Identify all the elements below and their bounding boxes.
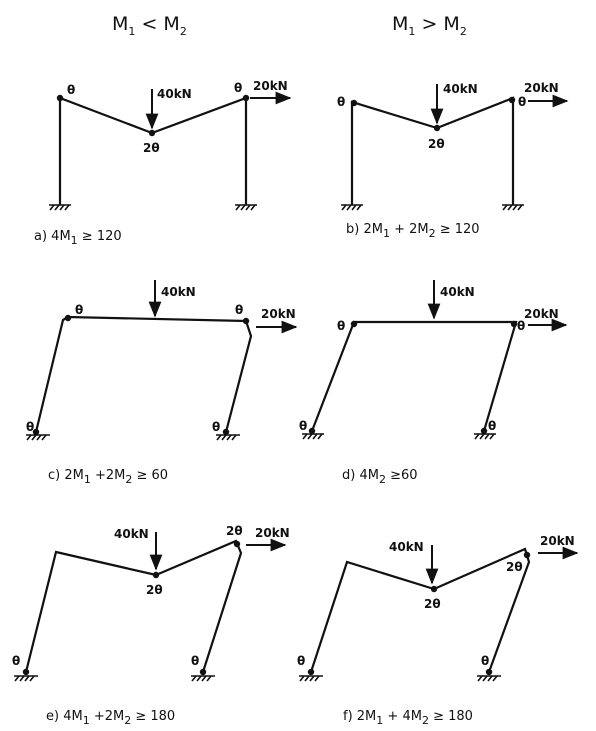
theta-e-base-right: θ: [191, 654, 199, 668]
hinge-e-base-right: [199, 668, 207, 676]
caption-d: d) 4M2 ≥60: [342, 468, 418, 486]
hinge-c-right: [242, 317, 250, 325]
hinge-d-base-right: [480, 427, 488, 435]
support-d-right: [474, 433, 496, 440]
caption-c: c) 2M1 +2M2 ≥ 60: [48, 468, 168, 486]
hinge-c-base-left: [32, 428, 40, 436]
two-theta-b: 2θ: [428, 137, 445, 151]
frame-e: [24, 539, 243, 673]
theta-c-right: θ: [235, 303, 243, 317]
two-theta-f-mid: 2θ: [424, 597, 441, 611]
theta-a-left: θ: [67, 83, 75, 97]
load-a-horizontal-label: 20kN: [253, 79, 288, 93]
hinge-e-base-left: [22, 668, 30, 676]
theta-e-base-left: θ: [12, 654, 20, 668]
load-b-horizontal-label: 20kN: [524, 81, 559, 95]
load-c-vertical-label: 40kN: [161, 285, 196, 299]
hinge-d-left: [350, 320, 358, 328]
load-f-vertical-label: 40kN: [389, 540, 424, 554]
hinge-c-left: [64, 314, 72, 322]
theta-c-base-right: θ: [212, 420, 220, 434]
hinge-b-right: [508, 96, 516, 104]
two-theta-a: 2θ: [143, 141, 160, 155]
support-c-right: [216, 434, 240, 441]
theta-d-base-right: θ: [488, 419, 496, 433]
theta-c-base-left: θ: [26, 420, 34, 434]
hinge-a-right: [242, 94, 250, 102]
support-f-left: [299, 675, 323, 682]
load-f-horizontal-label: 20kN: [540, 534, 575, 548]
hinge-b-mid: [433, 124, 441, 132]
panel-c: 40kN 20kN θ θ θ θ c) 2M1 +2M2 ≥ 60: [26, 280, 298, 486]
frame-f: [309, 547, 531, 673]
load-e-horizontal-label: 20kN: [255, 526, 290, 540]
hinge-f-base-left: [307, 668, 315, 676]
load-d-vertical-label: 40kN: [440, 285, 475, 299]
panel-f: 40kN 20kN 2θ 2θ θ θ f) 2M1 + 4M2 ≥ 180: [297, 534, 579, 727]
two-theta-e-right: 2θ: [226, 524, 243, 538]
support-f-right: [477, 675, 501, 682]
load-a-vertical-label: 40kN: [157, 87, 192, 101]
support-e-right: [191, 675, 215, 682]
support-d-left: [302, 433, 324, 440]
theta-f-base-right: θ: [481, 654, 489, 668]
hinge-d-right: [510, 320, 518, 328]
support-a-right: [235, 204, 257, 211]
hinge-a-mid: [148, 129, 156, 137]
theta-b-right: θ: [518, 95, 526, 109]
support-b-left: [341, 204, 363, 211]
panel-e: 40kN 20kN 2θ 2θ θ θ e) 4M1 +2M2 ≥ 180: [12, 524, 290, 727]
caption-b: b) 2M1 + 2M2 ≥ 120: [346, 222, 480, 240]
theta-d-left: θ: [337, 319, 345, 333]
hinge-f-mid: [430, 585, 438, 593]
theta-f-base-left: θ: [297, 654, 305, 668]
two-theta-f-right: 2θ: [506, 560, 523, 574]
panel-d: 40kN 20kN θ θ θ θ d) 4M2 ≥60: [299, 280, 568, 486]
support-a-left: [49, 204, 71, 211]
theta-a-right: θ: [234, 81, 242, 95]
load-e-vertical-label: 40kN: [114, 527, 149, 541]
header-right: M1 > M2: [392, 13, 467, 38]
frame-c: [34, 315, 253, 433]
theta-d-right: θ: [517, 319, 525, 333]
hinge-d-base-left: [308, 427, 316, 435]
hinge-b-left: [350, 99, 358, 107]
support-b-right: [502, 204, 524, 211]
theta-d-base-left: θ: [299, 419, 307, 433]
panel-a: 40kN 20kN θ θ 2θ a) 4M1 ≥ 120: [34, 79, 292, 247]
two-theta-e-mid: 2θ: [146, 583, 163, 597]
caption-f: f) 2M1 + 4M2 ≥ 180: [343, 709, 473, 727]
support-c-left: [26, 434, 50, 441]
load-b-vertical-label: 40kN: [443, 82, 478, 96]
hinge-f-right: [523, 551, 531, 559]
theta-b-left: θ: [337, 95, 345, 109]
hinge-e-mid: [152, 571, 160, 579]
support-e-left: [14, 675, 38, 682]
hinge-f-base-right: [485, 668, 493, 676]
frame-d: [310, 320, 518, 432]
hinge-a-left: [56, 94, 64, 102]
panel-b: 40kN 20kN θ θ 2θ b) 2M1 + 2M2 ≥ 120: [337, 81, 569, 240]
hinge-c-base-right: [222, 428, 230, 436]
header-left: M1 < M2: [112, 13, 187, 38]
hinge-e-right: [233, 540, 241, 548]
caption-e: e) 4M1 +2M2 ≥ 180: [46, 709, 175, 727]
load-d-horizontal-label: 20kN: [524, 307, 559, 321]
frame-b: [350, 96, 515, 205]
load-c-horizontal-label: 20kN: [261, 307, 296, 321]
caption-a: a) 4M1 ≥ 120: [34, 229, 122, 247]
theta-c-left: θ: [75, 303, 83, 317]
